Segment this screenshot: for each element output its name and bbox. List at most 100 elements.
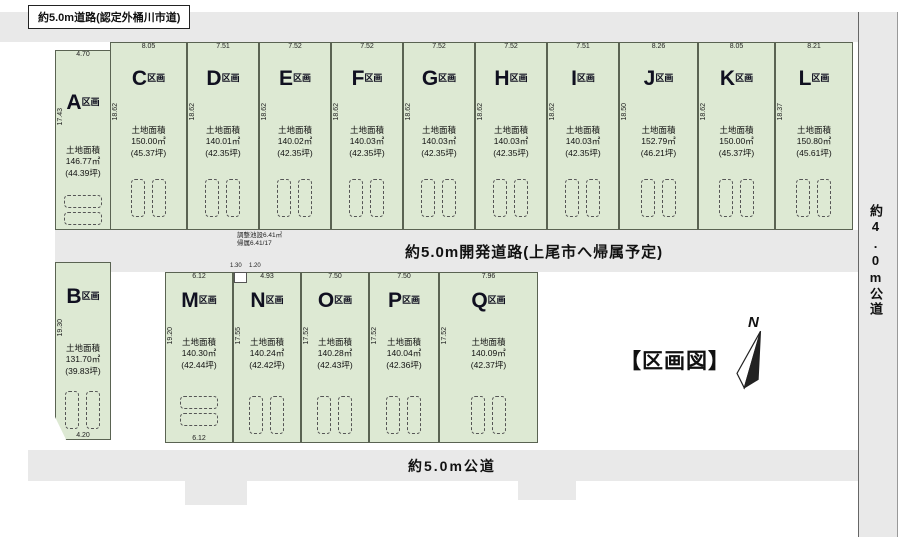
area-m2: 150.00㎡ <box>131 136 166 147</box>
plot-suffix: 区画 <box>509 73 528 83</box>
top-dimension: 7.51 <box>216 43 230 50</box>
plot-letter: K <box>719 67 736 90</box>
area-m2: 150.00㎡ <box>719 136 754 147</box>
plot-label: K区画 <box>699 67 774 91</box>
car-icon <box>338 396 352 434</box>
car-icon <box>86 391 100 429</box>
area-caption: 土地面積 <box>277 125 312 135</box>
area-tsubo: (44.39坪) <box>65 167 101 178</box>
plot-suffix: 区画 <box>293 73 312 83</box>
plot-letter: E <box>278 67 293 90</box>
plot-suffix: 区画 <box>364 73 383 83</box>
side-dimension: 18.62 <box>477 102 484 121</box>
area-m2: 140.30㎡ <box>181 348 217 359</box>
car-icon <box>470 396 485 434</box>
side-dimension: 18.37 <box>777 102 784 121</box>
area-m2: 140.03㎡ <box>493 136 529 147</box>
area-caption: 土地面積 <box>471 337 506 347</box>
area-m2: 150.80㎡ <box>796 136 832 147</box>
plot-label: B区画 <box>56 285 110 309</box>
plot-suffix: 区画 <box>576 73 595 83</box>
area-m2: 140.09㎡ <box>471 348 506 359</box>
top-dimension: 8.05 <box>729 43 744 50</box>
plot-suffix: 区画 <box>655 73 674 83</box>
plot-label: P区画 <box>370 289 438 313</box>
area-tsubo: (39.83坪) <box>65 365 101 376</box>
plot-label: A区画 <box>56 91 110 115</box>
car-icon <box>65 391 79 429</box>
car-icon <box>407 396 421 434</box>
road-middle <box>55 230 858 272</box>
car-icon <box>796 179 810 217</box>
road-right <box>858 12 898 537</box>
retention-pond-note-line2: 帰属6.41/17 <box>237 240 272 248</box>
plot-suffix: 区画 <box>221 73 240 83</box>
area-tsubo: (42.35坪) <box>349 147 385 158</box>
compass-icon: N <box>716 314 786 398</box>
car-icon <box>64 195 102 208</box>
area-m2: 140.03㎡ <box>565 136 601 147</box>
road-bottom <box>28 450 858 481</box>
top-dimension: 7.52 <box>288 43 302 50</box>
area-tsubo: (45.37坪) <box>130 147 167 158</box>
area-m2: 140.02㎡ <box>277 136 313 147</box>
area-tsubo: (42.35坪) <box>565 147 601 158</box>
plot-label: J区画 <box>620 67 697 91</box>
area-tsubo: (42.42坪) <box>249 359 285 370</box>
bottom-road-label: 約5.0m公道 <box>408 458 496 474</box>
pond-dimension: 1.20 <box>249 263 261 269</box>
plot-letter: P <box>387 289 402 312</box>
area-caption: 土地面積 <box>181 337 216 347</box>
car-icon <box>226 179 240 217</box>
top-dimension: 7.52 <box>360 43 374 50</box>
top-dimension: 7.51 <box>576 43 590 50</box>
map-title: 【区画図】 <box>620 350 730 373</box>
plot-label: E区画 <box>260 67 330 91</box>
area-caption: 土地面積 <box>796 125 831 135</box>
plot-label: D区画 <box>188 67 258 91</box>
plot-suffix: 区画 <box>265 295 284 305</box>
car-icon <box>130 179 145 217</box>
area-tsubo: (42.35坪) <box>205 147 241 158</box>
area-tsubo: (42.44坪) <box>181 359 217 370</box>
car-icon <box>370 179 384 217</box>
side-dimension: 18.62 <box>333 102 340 121</box>
car-icon <box>493 179 507 217</box>
area-tsubo: (42.43坪) <box>317 359 353 370</box>
area-m2: 146.77㎡ <box>65 156 101 167</box>
area-caption: 土地面積 <box>205 125 240 135</box>
area-m2: 140.01㎡ <box>205 136 241 147</box>
plot-suffix: 区画 <box>147 73 166 83</box>
area-caption: 土地面積 <box>65 145 100 155</box>
plot-letter: G <box>421 67 439 90</box>
plot-letter: L <box>798 67 812 90</box>
car-icon <box>205 179 219 217</box>
car-icon <box>349 179 363 217</box>
plot-label: G区画 <box>404 67 474 91</box>
area-tsubo: (42.35坪) <box>493 147 529 158</box>
top-dimension: 7.52 <box>432 43 446 50</box>
area-m2: 131.70㎡ <box>65 354 101 365</box>
plot-label: F区画 <box>332 67 402 91</box>
plot-suffix: 区画 <box>81 97 100 107</box>
area-caption: 土地面積 <box>719 125 754 135</box>
car-icon <box>249 396 263 434</box>
plot-letter: F <box>351 67 365 90</box>
middle-road-label: 約5.0m開発道路(上尾市へ帰属予定) <box>405 244 664 261</box>
